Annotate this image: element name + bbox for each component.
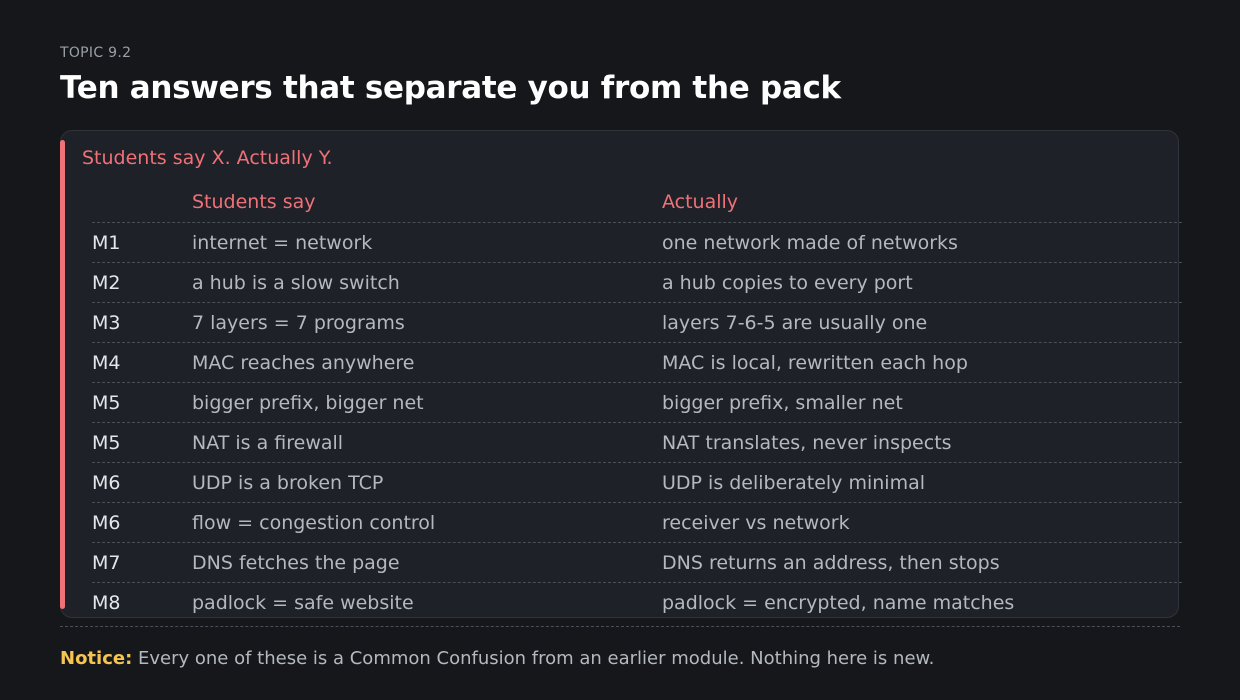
card-accent-bar (60, 140, 65, 609)
column-header-actually: Actually (662, 191, 739, 213)
row-actually: one network made of networks (662, 232, 958, 254)
row-actually: padlock = encrypted, name matches (662, 592, 1015, 614)
row-id: M6 (92, 472, 121, 494)
row-students-say: NAT is a firewall (192, 432, 344, 454)
row-students-say: internet = network (192, 232, 373, 254)
row-actually: UDP is deliberately minimal (662, 472, 926, 494)
row-students-say: DNS fetches the page (192, 552, 400, 574)
table-row: M5 bigger prefix, bigger net bigger pref… (92, 382, 1182, 422)
misconceptions-table: Students say Actually M1 internet = netw… (92, 182, 1182, 622)
notice-line: Notice: Every one of these is a Common C… (60, 648, 934, 669)
table-row: M2 a hub is a slow switch a hub copies t… (92, 262, 1182, 302)
row-students-say: bigger prefix, bigger net (192, 392, 424, 414)
row-id: M3 (92, 312, 121, 334)
row-id: M8 (92, 592, 121, 614)
table-row: M8 padlock = safe website padlock = encr… (92, 582, 1182, 622)
card-title: Students say X. Actually Y. (82, 147, 333, 169)
row-id: M4 (92, 352, 121, 374)
page-title: Ten answers that separate you from the p… (60, 70, 841, 106)
row-id: M2 (92, 272, 121, 294)
row-students-say: MAC reaches anywhere (192, 352, 415, 374)
row-students-say: flow = congestion control (192, 512, 436, 534)
row-students-say: a hub is a slow switch (192, 272, 400, 294)
row-id: M7 (92, 552, 121, 574)
row-id: M1 (92, 232, 121, 254)
row-id: M6 (92, 512, 121, 534)
row-students-say: UDP is a broken TCP (192, 472, 384, 494)
row-actually: bigger prefix, smaller net (662, 392, 903, 414)
table-header-row: Students say Actually (92, 182, 1182, 222)
row-students-say: padlock = safe website (192, 592, 414, 614)
table-row: M5 NAT is a firewall NAT translates, nev… (92, 422, 1182, 462)
row-actually: a hub copies to every port (662, 272, 913, 294)
table-row: M3 7 layers = 7 programs layers 7-6-5 ar… (92, 302, 1182, 342)
row-id: M5 (92, 432, 121, 454)
row-actually: layers 7-6-5 are usually one (662, 312, 928, 334)
row-actually: DNS returns an address, then stops (662, 552, 1000, 574)
row-actually: MAC is local, rewritten each hop (662, 352, 968, 374)
topic-label: TOPIC 9.2 (60, 45, 132, 61)
row-actually: NAT translates, never inspects (662, 432, 952, 454)
row-students-say: 7 layers = 7 programs (192, 312, 405, 334)
table-row: M1 internet = network one network made o… (92, 222, 1182, 262)
column-header-students-say: Students say (192, 191, 316, 213)
row-actually: receiver vs network (662, 512, 850, 534)
notice-label: Notice: (60, 648, 133, 669)
row-id: M5 (92, 392, 121, 414)
table-row: M6 flow = congestion control receiver vs… (92, 502, 1182, 542)
notice-text: Every one of these is a Common Confusion… (132, 648, 935, 669)
misconceptions-card (60, 130, 1179, 618)
table-row: M7 DNS fetches the page DNS returns an a… (92, 542, 1182, 582)
table-row: M4 MAC reaches anywhere MAC is local, re… (92, 342, 1182, 382)
table-row: M6 UDP is a broken TCP UDP is deliberate… (92, 462, 1182, 502)
bottom-divider (60, 626, 1180, 627)
